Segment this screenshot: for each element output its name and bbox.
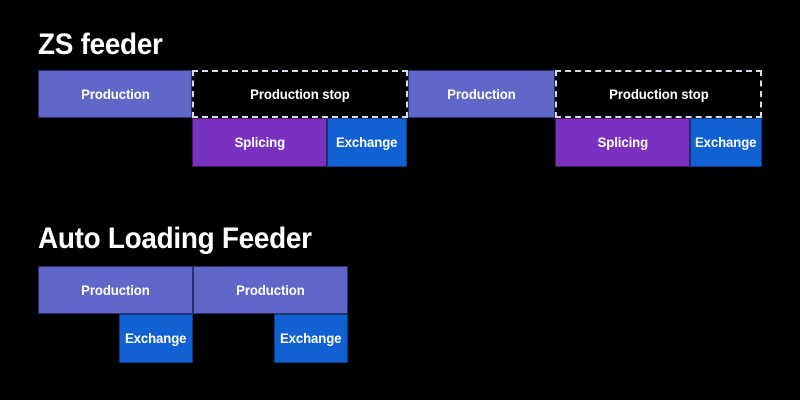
bar-exchange-alf-1: Exchange: [119, 314, 193, 363]
bar-production-stop-zs-1: Production stop: [192, 70, 408, 118]
bar-production-alf-1: Production: [38, 266, 193, 314]
bar-label: Splicing: [234, 134, 285, 150]
bar-label: Exchange: [336, 134, 398, 150]
bar-label: Exchange: [125, 330, 187, 346]
bar-splicing-zs-1: Splicing: [192, 118, 327, 167]
bar-label: Production: [236, 281, 305, 298]
bar-exchange-zs-1: Exchange: [327, 118, 407, 167]
bar-label: Production: [80, 85, 150, 102]
bar-exchange-alf-2: Exchange: [274, 314, 348, 363]
bar-exchange-zs-2: Exchange: [690, 118, 762, 167]
bar-label: Production stop: [608, 85, 709, 102]
bar-production-alf-2: Production: [193, 266, 348, 314]
section-title-auto-loading-feeder: Auto Loading Feeder: [38, 222, 312, 255]
bar-label: Production: [447, 85, 516, 102]
section-title-zs-feeder: ZS feeder: [38, 28, 163, 61]
bar-label: Splicing: [597, 134, 648, 150]
bar-label: Exchange: [695, 134, 757, 150]
bar-production-stop-zs-2: Production stop: [555, 70, 762, 118]
bar-production-zs-1: Production: [38, 70, 192, 118]
bar-production-zs-2: Production: [408, 70, 555, 118]
bar-label: Production stop: [250, 85, 350, 102]
bar-splicing-zs-2: Splicing: [555, 118, 690, 167]
bar-label: Production: [81, 281, 150, 298]
bar-label: Exchange: [280, 330, 342, 346]
